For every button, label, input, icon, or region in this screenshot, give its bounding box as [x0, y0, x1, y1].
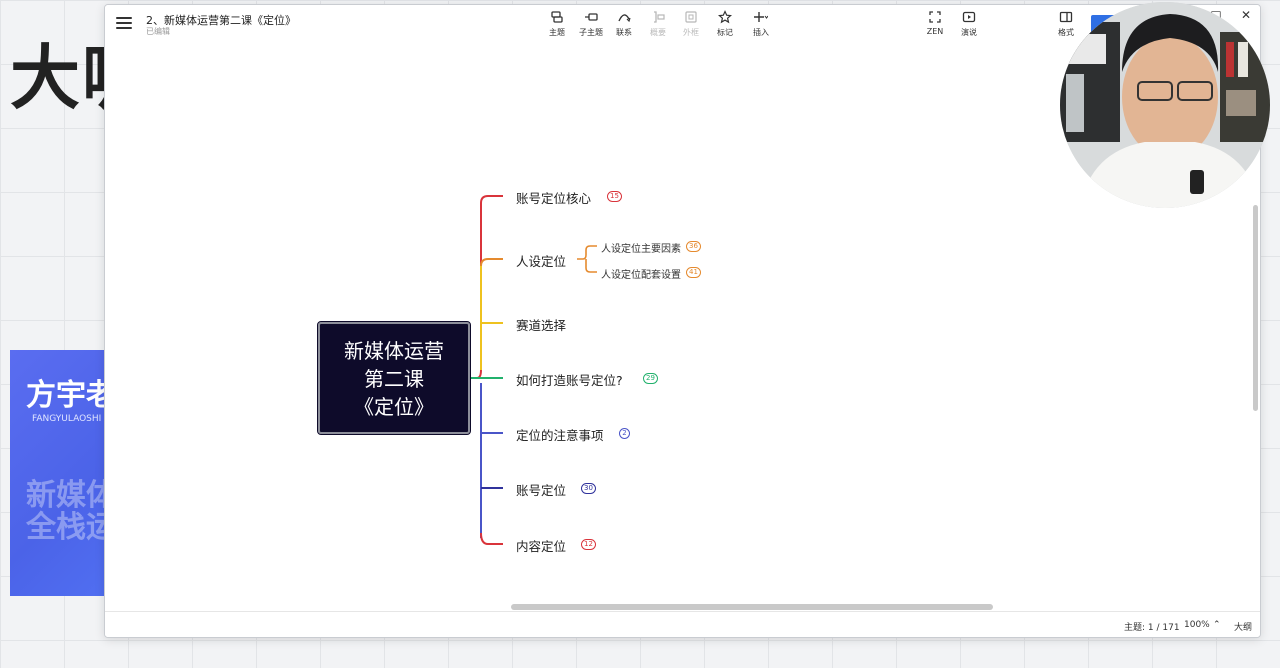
close-icon[interactable]: ✕ — [1240, 8, 1252, 22]
document-status: 已编辑 — [146, 27, 170, 36]
marker-label: 标记 — [717, 28, 733, 37]
branch-topic[interactable]: 人设定位 — [516, 254, 567, 269]
subtopic[interactable]: 人设定位主要因素 — [601, 244, 681, 255]
marker-button[interactable]: 标记 — [708, 10, 742, 38]
webcam-overlay — [1060, 2, 1270, 208]
collapsed-count-badge[interactable]: 41 — [686, 267, 701, 278]
topic-icon — [551, 11, 563, 23]
summary-label: 概要 — [650, 28, 666, 37]
subtopic[interactable]: 人设定位配套设置 — [601, 270, 681, 281]
horizontal-scrollbar[interactable] — [511, 604, 993, 610]
collapsed-count-badge[interactable]: 2 — [619, 428, 630, 439]
connector-content — [480, 532, 503, 545]
insert-label: 插入 — [753, 28, 769, 37]
zen-label: ZEN — [926, 27, 944, 36]
branch-topic[interactable]: 账号定位 — [516, 483, 567, 498]
collapsed-count-badge[interactable]: 29 — [643, 373, 658, 384]
collapsed-count-badge[interactable]: 15 — [607, 191, 622, 202]
zoom-stepper-icon[interactable]: ⌃ — [1213, 620, 1221, 630]
vertical-scrollbar[interactable] — [1253, 205, 1258, 411]
zen-icon — [929, 11, 941, 23]
subtopic-icon — [585, 13, 598, 21]
branch-topic[interactable]: 定位的注意事项 — [516, 428, 604, 443]
outline-button[interactable]: 大纲 — [1234, 623, 1253, 633]
panel-icon — [1059, 11, 1073, 23]
document-title: 2、新媒体运营第二课《定位》 — [146, 14, 296, 27]
presenter-video — [1060, 2, 1270, 208]
root-topic-line: 新媒体运营 — [344, 339, 444, 363]
branch-topic[interactable]: 赛道选择 — [516, 318, 567, 333]
present-button[interactable]: 演说 — [952, 10, 986, 38]
topic-button[interactable]: 主题 — [540, 10, 574, 38]
hamburger-menu-icon[interactable] — [115, 14, 133, 32]
boundary-icon — [685, 11, 697, 23]
brand-subtitle: FANGYULAOSHI — [32, 414, 102, 424]
subtopic-button[interactable]: 子主题 — [574, 10, 608, 38]
mindmap-connectors — [470, 195, 597, 545]
titlebar: 2、新媒体运营第二课《定位》 已编辑 主题 子主题 联系 概要 外框 标记 插 — [105, 5, 1260, 43]
topic-label: 主题 — [549, 28, 565, 37]
format-panel-button[interactable]: 格式 — [1049, 10, 1083, 38]
horizontal-scrollbar-track — [107, 603, 1258, 611]
collapsed-count-badge[interactable]: 12 — [581, 539, 596, 550]
star-icon — [718, 10, 732, 24]
relationship-label: 联系 — [616, 28, 632, 37]
boundary-label: 外框 — [683, 28, 699, 37]
brand-slogan: 新媒体 全栈运 — [26, 480, 116, 544]
brand-name: 方宇老 — [26, 378, 116, 413]
slogan-line: 新媒体 — [26, 478, 116, 513]
summary-button[interactable]: 概要 — [641, 10, 675, 38]
connector-persona-children — [577, 245, 597, 273]
branch-topic[interactable]: 内容定位 — [516, 539, 567, 554]
root-topic-line: 《定位》 — [354, 395, 434, 419]
zen-button[interactable]: ZEN — [918, 10, 952, 36]
format-label: 格式 — [1058, 28, 1074, 37]
branch-topic[interactable]: 如何打造账号定位? — [516, 373, 623, 388]
slogan-line: 全栈运 — [26, 510, 116, 545]
branch-topic[interactable]: 账号定位核心 — [516, 191, 592, 206]
play-icon — [962, 11, 976, 23]
root-topic-line: 第二课 — [364, 367, 424, 391]
insert-button[interactable]: 插入 — [744, 10, 778, 38]
subtopic-label: 子主题 — [579, 28, 603, 37]
present-label: 演说 — [961, 28, 977, 37]
mindmap-app-window: 2、新媒体运营第二课《定位》 已编辑 主题 子主题 联系 概要 外框 标记 插 — [104, 4, 1261, 638]
summary-icon — [654, 11, 665, 23]
collapsed-count-badge[interactable]: 36 — [686, 241, 701, 252]
connector-account-core — [470, 195, 503, 379]
background-brand-card: 方宇老 FANGYULAOSHI 新媒体 全栈运 — [10, 350, 120, 596]
connector-persona — [480, 258, 503, 267]
zoom-level[interactable]: 100% — [1184, 620, 1210, 630]
plus-icon — [754, 12, 768, 22]
status-bar: 主题: 1 / 171 100% ⌃ 大纲 — [105, 611, 1260, 637]
boundary-button[interactable]: 外框 — [674, 10, 708, 38]
relationship-button[interactable]: 联系 — [607, 10, 641, 38]
relationship-icon — [618, 14, 631, 23]
collapsed-count-badge[interactable]: 30 — [581, 483, 596, 494]
root-topic[interactable]: 新媒体运营 第二课 《定位》 — [317, 321, 471, 435]
topic-count: 主题: 1 / 171 — [1124, 623, 1180, 633]
